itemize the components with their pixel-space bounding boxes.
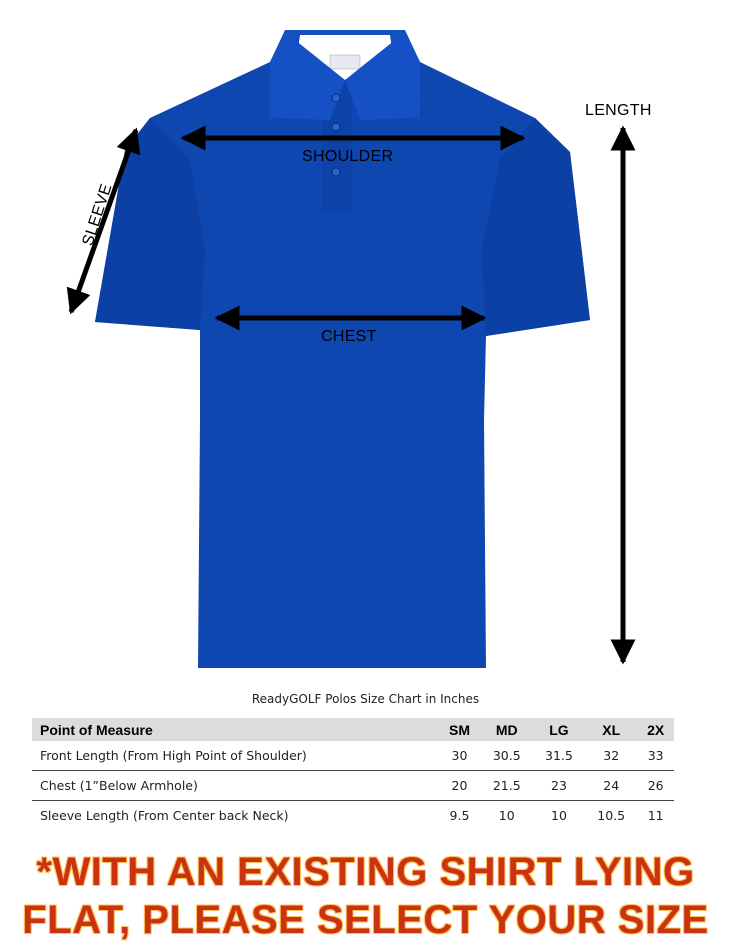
button-icon: [331, 167, 341, 177]
table-cell: 26: [637, 770, 674, 801]
sleeve-right-shade: [482, 118, 590, 336]
table-header-row: Point of Measure SM MD LG XL 2X: [32, 718, 674, 741]
length-label: LENGTH: [585, 102, 652, 119]
shoulder-label: SHOULDER: [302, 148, 394, 165]
table-cell: 23: [532, 770, 586, 801]
double-arrow-icon: [66, 127, 141, 315]
table-cell: 32: [585, 741, 638, 771]
table-cell: 31.5: [532, 741, 586, 771]
collar-flap-left: [270, 32, 345, 120]
column-header: Point of Measure: [32, 718, 439, 741]
button-icon: [331, 122, 341, 132]
column-header: MD: [480, 718, 533, 741]
table-cell: 20: [438, 770, 481, 801]
column-header: XL: [585, 718, 638, 741]
size-table: Point of Measure SM MD LG XL 2X Front Le…: [32, 718, 674, 830]
table-cell: 21.5: [480, 770, 533, 801]
table-cell: 30: [438, 741, 481, 771]
table-row: Front Length (From High Point of Shoulde…: [32, 741, 674, 771]
table-cell: Sleeve Length (From Center back Neck): [40, 808, 289, 823]
table-cell: 10.5: [597, 808, 626, 823]
column-header: LG: [532, 718, 586, 741]
table-row: Chest (1”Below Armhole) 20 21.5 23 24 26: [32, 770, 674, 801]
collar-tag-icon: [329, 54, 361, 70]
chest-label: CHEST: [321, 328, 377, 345]
table-cell: 33: [637, 741, 674, 771]
table-cell: 30.5: [480, 741, 533, 771]
column-header: 2X: [637, 718, 674, 741]
shirt-diagram: LENGTH SHOULDER CHEST SLEEVE: [66, 30, 652, 668]
footer-notice: *WITH AN EXISTING SHIRT LYING FLAT, PLEA…: [0, 848, 731, 944]
footer-line-2: FLAT, PLEASE SELECT YOUR SIZE: [22, 898, 709, 942]
table-cell: 11: [647, 808, 664, 823]
table-cell: 9.5: [449, 808, 470, 823]
table-cell: Chest (1”Below Armhole): [32, 770, 439, 801]
column-header: SM: [438, 718, 481, 741]
button-icon: [331, 93, 341, 103]
table-cell: 10: [498, 808, 515, 823]
table-cell: 10: [551, 808, 567, 823]
size-chart-caption: ReadyGOLF Polos Size Chart in Inches: [251, 692, 480, 706]
table-row: Sleeve Length (From Center back Neck) 9.…: [32, 801, 674, 831]
footer-line-1: *WITH AN EXISTING SHIRT LYING: [36, 850, 695, 894]
table-cell: 24: [585, 770, 638, 801]
shirt-body: [95, 62, 590, 668]
table-cell: Front Length (From High Point of Shoulde…: [32, 741, 439, 771]
collar-flap-right: [345, 32, 420, 120]
polo-shirt-image: [66, 30, 636, 668]
